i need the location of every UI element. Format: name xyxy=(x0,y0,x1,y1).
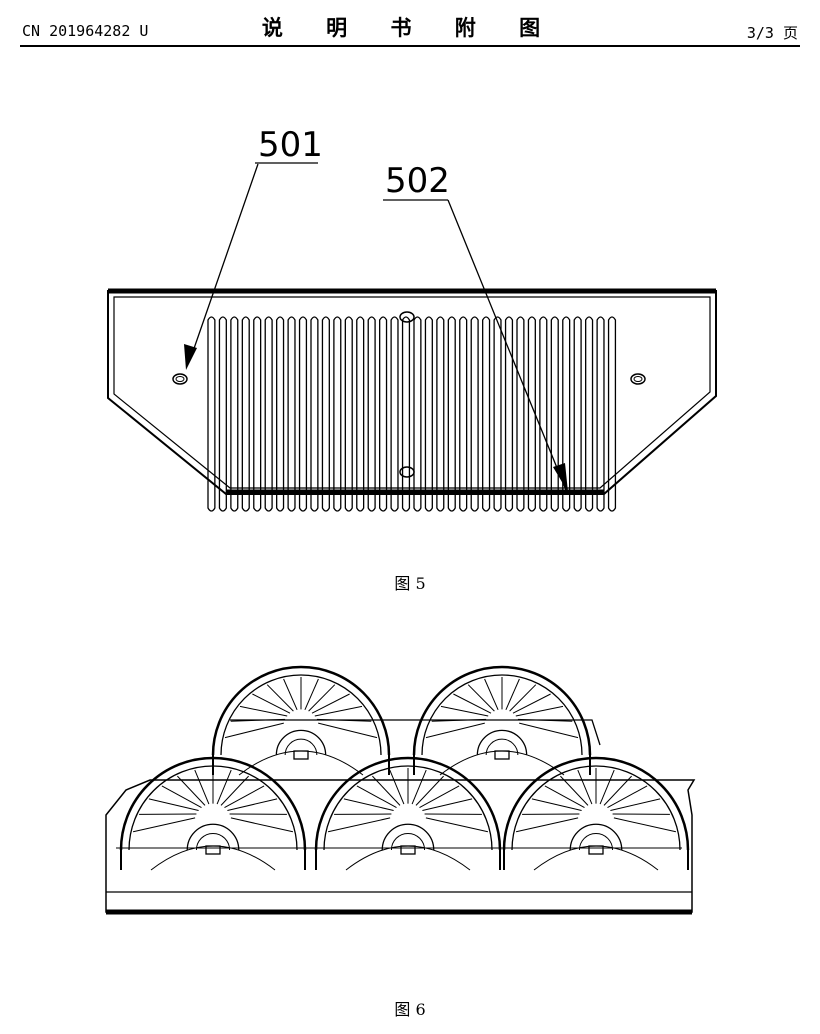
cooling-fin xyxy=(253,316,262,512)
cooling-fin xyxy=(424,316,433,512)
header-rule xyxy=(20,45,800,47)
arrowhead-502 xyxy=(553,463,568,492)
leader-501 xyxy=(189,163,259,361)
cooling-fin xyxy=(379,316,388,512)
cooling-fin xyxy=(367,316,376,512)
cooling-fin xyxy=(287,316,296,512)
lens-dome xyxy=(119,756,307,871)
lens-dome xyxy=(412,665,592,776)
cooling-fin xyxy=(230,316,239,512)
lens-dome xyxy=(502,756,690,871)
cooling-fin xyxy=(344,316,353,512)
cooling-fin xyxy=(527,316,536,512)
ref-label-501: 501 xyxy=(258,125,323,165)
cooling-fin xyxy=(447,316,456,512)
cooling-fin xyxy=(298,316,308,512)
lens-dome xyxy=(211,665,391,776)
cooling-fin xyxy=(493,316,502,512)
mounting-hole-left xyxy=(172,373,188,385)
fin-array xyxy=(207,316,617,512)
figure-5-drawing: 501 502 xyxy=(107,125,717,512)
arrowhead-501 xyxy=(184,344,197,370)
cooling-fin xyxy=(539,316,548,512)
mounting-hole-top xyxy=(399,311,415,323)
cooling-fin xyxy=(585,316,594,512)
cooling-fin xyxy=(516,316,525,512)
cooling-fin xyxy=(390,316,399,512)
figure-6-caption: 图 6 xyxy=(394,1000,426,1019)
cooling-fin xyxy=(550,316,559,512)
cooling-fin xyxy=(459,316,468,512)
cooling-fin xyxy=(470,316,479,512)
cooling-fin xyxy=(573,316,582,512)
cooling-fin xyxy=(356,316,365,512)
cooling-fin xyxy=(436,316,445,512)
lens-array xyxy=(119,665,690,871)
figure-5-caption: 图 5 xyxy=(394,574,426,593)
cooling-fin xyxy=(276,316,285,512)
mounting-hole-right xyxy=(630,373,646,385)
cooling-fin xyxy=(207,316,216,512)
cooling-fin xyxy=(310,316,319,512)
page-title: 说 明 书 附 图 xyxy=(261,16,559,40)
cooling-fin xyxy=(607,316,617,512)
cooling-fin xyxy=(504,316,514,512)
cooling-fin xyxy=(401,316,411,512)
lens-dome xyxy=(314,756,502,871)
page-number: 3/3 页 xyxy=(746,24,798,42)
document-number: CN 201964282 U xyxy=(22,22,149,40)
cooling-fin xyxy=(413,316,422,512)
cooling-fin xyxy=(241,316,250,512)
cooling-fin xyxy=(333,316,342,512)
cooling-fin xyxy=(218,316,227,512)
leader-502 xyxy=(447,199,567,491)
cooling-fin xyxy=(596,316,605,512)
cooling-fin xyxy=(482,316,491,512)
cooling-fin xyxy=(321,316,330,512)
cooling-fin xyxy=(264,316,273,512)
ref-label-502: 502 xyxy=(385,161,450,201)
figure-6-drawing xyxy=(105,665,696,915)
cooling-fin xyxy=(562,316,571,512)
mounting-hole-bottom xyxy=(399,466,415,478)
